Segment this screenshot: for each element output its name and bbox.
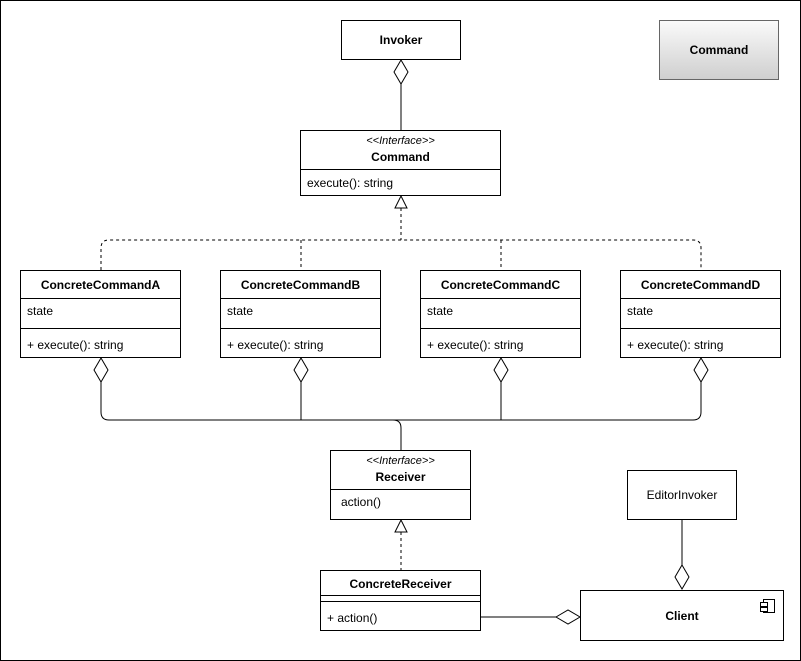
class-name: ConcreteCommandA [40,278,161,292]
attribute: state [427,304,454,318]
receiver-stereotype: <<Interface>> [366,455,435,467]
attribute: state [627,304,654,318]
aggregation-stem [392,419,402,450]
invoker-class: Invoker [341,20,461,60]
separator [21,328,180,329]
receiver-interface: <<Interface>> Receiver action() [330,450,471,520]
diamond-b [293,357,309,383]
operation: + action() [327,611,378,625]
client-diamond-top [674,564,690,590]
diamond-d [693,357,709,383]
editor-invoker: EditorInvoker [627,470,737,520]
invoker-diamond [393,59,409,85]
concrete-command-a: ConcreteCommandA state + execute(): stri… [20,270,181,358]
separator [21,298,180,299]
client-diamond-left [555,609,581,625]
realization-bus [100,239,702,270]
separator [321,595,480,596]
diamond-c [493,357,509,383]
legend-label: Command [689,43,749,57]
operation: + execute(): string [27,338,124,352]
operation: + execute(): string [427,338,524,352]
client-component: Client [580,590,784,641]
separator [421,298,580,299]
class-name: ConcreteCommandB [240,278,361,292]
operation: + execute(): string [227,338,324,352]
legend-command: Command [659,20,779,80]
concrete-command-c: ConcreteCommandC state + execute(): stri… [420,270,581,358]
client-name: Client [665,608,699,623]
attribute: state [27,304,54,318]
separator [221,298,380,299]
class-name: ConcreteReceiver [349,577,452,591]
command-realization-triangle [394,194,408,209]
separator [321,601,480,602]
separator [621,328,780,329]
separator [421,328,580,329]
invoker-name: Invoker [379,33,423,47]
receiver-realization-triangle [394,518,408,533]
concrete-command-d: ConcreteCommandD state + execute(): stri… [620,270,781,358]
receiver-separator [331,489,470,490]
concrete-command-b: ConcreteCommandB state + execute(): stri… [220,270,381,358]
attribute: state [227,304,254,318]
command-interface: <<Interface>> Command execute(): string [300,130,501,196]
command-stereotype: <<Interface>> [366,135,435,147]
command-op: execute(): string [307,176,394,190]
receiver-op: action() [341,495,382,509]
diamond-a [93,357,109,383]
concrete-receiver: ConcreteReceiver + action() [320,570,481,631]
aggregation-bus [100,382,702,421]
receiver-name: Receiver [375,470,426,484]
class-name: ConcreteCommandC [440,278,561,292]
class-name: ConcreteCommandD [640,278,761,292]
editor-invoker-name: EditorInvoker [646,488,718,502]
operation: + execute(): string [627,338,724,352]
component-icon [760,599,775,613]
separator [221,328,380,329]
command-separator [301,169,500,170]
separator [621,298,780,299]
command-name: Command [371,150,430,164]
